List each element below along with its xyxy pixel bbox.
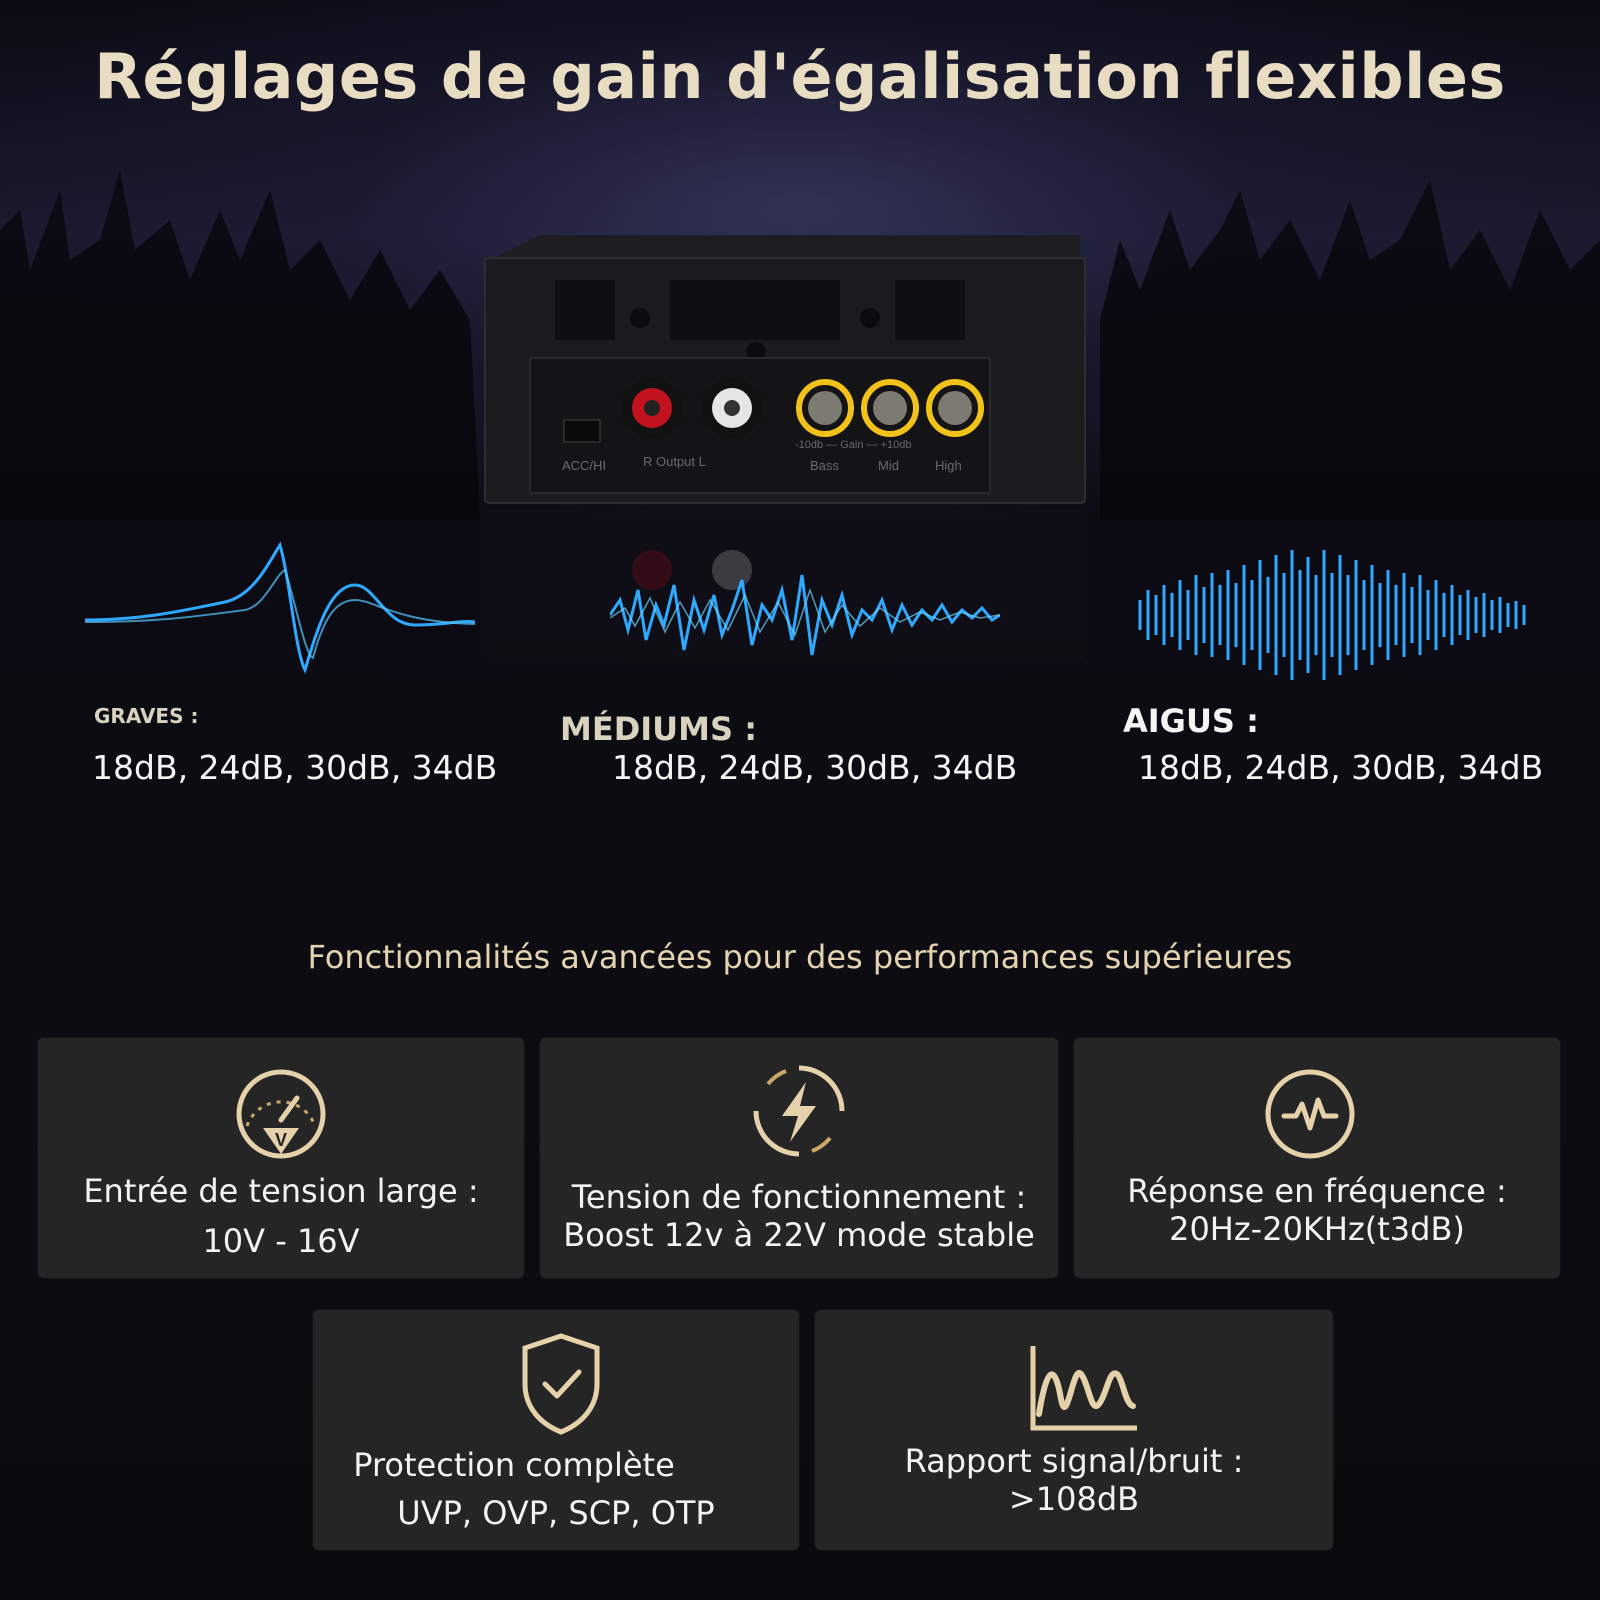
- knob-label-high: High: [935, 458, 962, 473]
- page-title: Réglages de gain d'égalisation flexibles: [94, 40, 1506, 113]
- feature-voltage-value: 10V - 16V: [202, 1222, 360, 1260]
- treble-waveform-icon: [1138, 550, 1526, 680]
- feature-card-signal-noise: Rapport signal/bruit : >108dB: [815, 1310, 1333, 1550]
- feature-voltage-title: Entrée de tension large :: [83, 1172, 479, 1210]
- signal-wave-icon: [1030, 1346, 1137, 1431]
- feature-card-protection: Protection complète UVP, OVP, SCP, OTP: [313, 1310, 799, 1550]
- knob-label-mid: Mid: [878, 458, 899, 473]
- treble-label: AIGUS :: [1123, 702, 1259, 740]
- feature-frequency-title: Réponse en fréquence :: [1127, 1172, 1507, 1210]
- frequency-pulse-icon: [1265, 1069, 1355, 1159]
- feature-protection-title: Protection complète: [353, 1446, 675, 1484]
- svg-text:V: V: [275, 1130, 287, 1150]
- feature-protection-value: UVP, OVP, SCP, OTP: [397, 1494, 715, 1532]
- knob-label-bass: Bass: [810, 458, 839, 473]
- device-reflection: [485, 510, 1085, 660]
- feature-card-voltage-input: V Entrée de tension large : 10V - 16V: [38, 1038, 524, 1278]
- voltage-gauge-icon: V: [236, 1069, 326, 1159]
- switch-label: ACC/HI: [562, 458, 606, 473]
- feature-operating-title: Tension de fonctionnement :: [571, 1178, 1027, 1216]
- features-subtitle: Fonctionnalités avancées pour des perfor…: [307, 938, 1293, 976]
- crowd-silhouette: [0, 170, 1600, 520]
- bass-label: GRAVES :: [94, 704, 199, 728]
- feature-card-frequency-response: Réponse en fréquence : 20Hz-20KHz(t3dB): [1074, 1038, 1560, 1278]
- mid-values: 18dB, 24dB, 30dB, 34dB: [612, 748, 1018, 787]
- lightning-bolt-icon: [753, 1065, 845, 1157]
- feature-snr-title: Rapport signal/bruit :: [904, 1442, 1244, 1480]
- feature-card-operating-voltage: Tension de fonctionnement : Boost 12v à …: [540, 1038, 1058, 1278]
- mid-waveform-icon: [610, 574, 1000, 656]
- feature-frequency-value: 20Hz-20KHz(t3dB): [1169, 1210, 1465, 1248]
- knob-scale-label: -10db — Gain — +10db: [795, 439, 912, 451]
- shield-check-icon: [522, 1333, 600, 1435]
- output-label: R Output L: [643, 454, 706, 469]
- treble-values: 18dB, 24dB, 30dB, 34dB: [1138, 748, 1544, 787]
- feature-snr-value: >108dB: [1008, 1480, 1140, 1518]
- feature-operating-value: Boost 12v à 22V mode stable: [563, 1216, 1035, 1254]
- amplifier-device-image: ACC/HI R Output L -10db — Gain — +10db B…: [484, 235, 1086, 504]
- bass-waveform-icon: [85, 541, 475, 675]
- bass-values: 18dB, 24dB, 30dB, 34dB: [92, 748, 498, 787]
- mid-label: MÉDIUMS :: [560, 710, 757, 748]
